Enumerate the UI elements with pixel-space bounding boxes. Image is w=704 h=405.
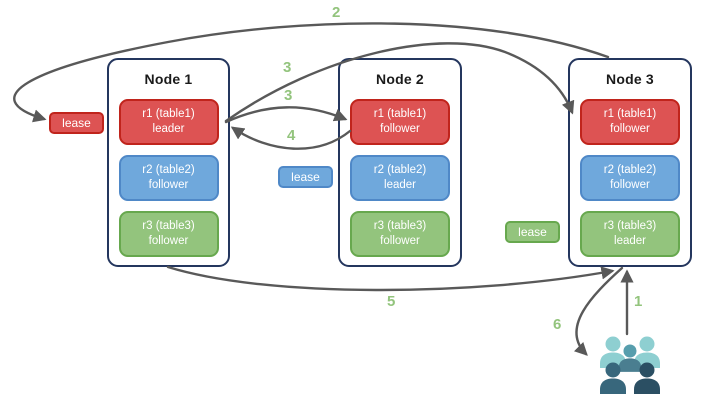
replica-name: r2 (table2): [373, 164, 427, 177]
replica-name: r1 (table1): [603, 108, 657, 121]
node-3: Node 3 r1 (table1) follower r2 (table2) …: [568, 58, 692, 267]
node-2-title: Node 2: [376, 71, 424, 87]
node3-replica-r1: r1 (table1) follower: [580, 99, 680, 145]
step-label-5: 5: [387, 293, 396, 310]
arrow-step-3-leader-to-node2: [224, 106, 348, 124]
replica-role: follower: [380, 235, 420, 247]
node-3-title: Node 3: [606, 71, 654, 87]
replica-name: r2 (table2): [603, 164, 657, 177]
replica-role: follower: [610, 123, 650, 135]
node1-replica-r2: r2 (table2) follower: [118, 155, 219, 201]
replica-name: r1 (table1): [142, 108, 195, 121]
node3-replica-r3: r3 (table3) leader: [580, 211, 680, 257]
person-bottom-right-icon: [634, 362, 660, 394]
step-label-4: 4: [287, 127, 296, 144]
node-1: Node 1 r1 (table1) leader r2 (table2) fo…: [107, 58, 230, 267]
users-group-icon: [600, 336, 660, 394]
node2-replica-r1: r1 (table1) follower: [350, 99, 450, 145]
replica-role: follower: [610, 179, 650, 191]
lease-badge-r2: lease: [278, 166, 333, 188]
arrow-step-5-node1-to-node3: [166, 265, 615, 292]
replica-name: r3 (table3): [142, 220, 195, 233]
node3-replica-r2: r2 (table2) follower: [580, 155, 680, 201]
node2-replica-r3: r3 (table3) follower: [350, 211, 450, 257]
node-1-title: Node 1: [144, 71, 193, 87]
node-2: Node 2 r1 (table1) follower r2 (table2) …: [338, 58, 462, 267]
lease-badge-r3: lease: [505, 221, 560, 243]
replica-role: leader: [384, 179, 416, 191]
replica-role: follower: [148, 235, 189, 247]
person-center-icon: [618, 344, 642, 372]
lease-badge-r1: lease: [49, 112, 104, 134]
node2-replica-r2: r2 (table2) leader: [350, 155, 450, 201]
replica-role: follower: [380, 123, 420, 135]
person-bottom-left-icon: [600, 362, 626, 394]
replica-name: r1 (table1): [373, 108, 427, 121]
replica-role: follower: [148, 179, 189, 191]
replica-name: r2 (table2): [142, 164, 195, 177]
node1-replica-r3: r3 (table3) follower: [118, 211, 219, 257]
step-label-3b: 3: [284, 87, 293, 104]
node1-replica-r1: r1 (table1) leader: [118, 99, 219, 145]
replica-name: r3 (table3): [603, 220, 657, 233]
replica-name: r3 (table3): [373, 220, 427, 233]
replica-role: leader: [152, 123, 185, 135]
step-label-3a: 3: [283, 59, 292, 76]
step-label-2: 2: [332, 4, 341, 21]
arrow-step-2-node3-to-lease: [13, 22, 610, 123]
replica-role: leader: [614, 235, 646, 247]
step-label-1: 1: [634, 293, 643, 310]
step-label-6: 6: [553, 316, 562, 333]
